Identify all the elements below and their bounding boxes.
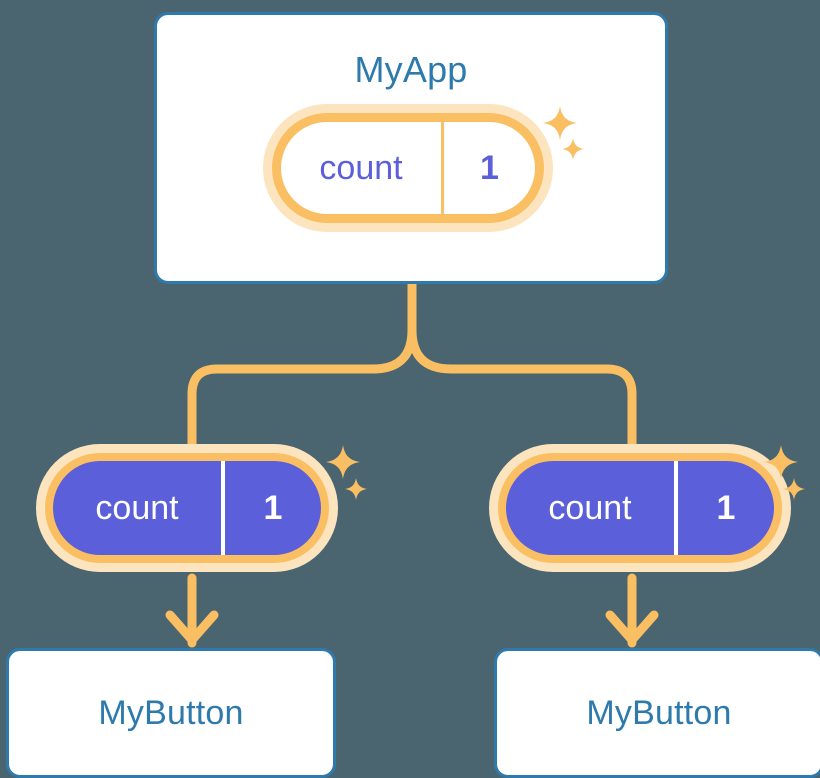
state-value-label: 1 [263,489,283,527]
state-value-label: 1 [480,149,499,187]
component-card-mybutton-right[interactable]: MyButton [494,648,820,778]
branch-connector-icon [187,279,417,467]
state-key-label: count [506,461,678,555]
component-label: MyButton [586,693,732,732]
page-title: MyApp [354,49,468,90]
sparkle-icon [543,106,577,140]
state-pill-myapp[interactable]: count 1 [272,113,544,223]
component-card-mybutton-left[interactable]: MyButton [6,648,336,778]
component-card-myapp[interactable]: MyApp [154,12,668,284]
sparkle-icon [345,478,367,500]
state-value-label: 1 [716,489,736,527]
arrow-down-icon [605,610,659,645]
state-pill-child-right[interactable]: count 1 [498,453,782,563]
component-label: MyButton [98,693,244,732]
state-key-label: count [281,122,444,214]
sparkle-icon [764,445,798,479]
sparkle-icon [783,478,805,500]
branch-connector-icon [407,325,637,467]
sparkle-icon [562,138,584,160]
state-pill-child-left[interactable]: count 1 [45,453,329,563]
arrow-down-icon [165,610,219,645]
sparkle-icon [326,445,360,479]
state-key-label: count [53,461,225,555]
